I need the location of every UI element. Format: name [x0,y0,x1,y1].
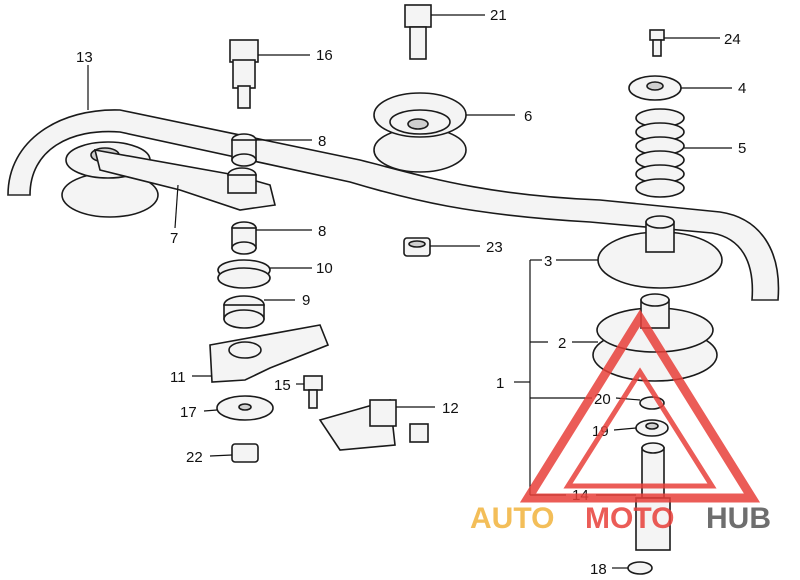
callout-24: 24 [724,31,741,48]
washer-18 [627,561,653,575]
shaft-14 [635,442,671,551]
spring-cap-4 [628,75,682,101]
nut-23 [403,237,431,257]
callout-2: 2 [558,335,566,352]
callout-8-upper: 8 [318,133,326,150]
callout-8-lower: 8 [318,223,326,240]
callout-22: 22 [186,449,203,466]
washer-17 [216,395,274,421]
bolt-15 [303,375,323,409]
arm-boss [227,167,257,194]
bolt-16 [229,39,259,109]
callout-15: 15 [274,377,291,394]
watermark-auto: AUTO [470,502,554,535]
watermark-triangle-inner [563,367,717,489]
torsion-spring-10 [217,259,271,289]
bolt-24 [649,29,665,57]
callout-4: 4 [738,80,746,97]
callout-13: 13 [76,49,93,66]
drive-pulley-3 [597,215,723,289]
callout-10: 10 [316,260,333,277]
callout-17: 17 [180,404,197,421]
nut-22 [231,443,259,463]
callout-6: 6 [524,108,532,125]
watermark: AUTO MOTO HUB [470,309,771,535]
bolt-21 [404,4,432,60]
callout-21: 21 [490,7,507,24]
drive-belt [7,109,780,301]
watermark-hub: HUB [706,502,771,535]
pulley-6 [373,92,467,173]
callout-5: 5 [738,140,746,157]
collar-8-lower [231,221,257,255]
callout-1: 1 [496,375,504,392]
callout-20: 20 [594,391,611,408]
spring-5 [635,108,685,198]
callout-7: 7 [170,230,178,247]
callout-11: 11 [170,369,186,386]
watermark-triangle [519,309,761,503]
callout-9: 9 [302,292,310,309]
washer-19 [635,419,669,437]
callout-3: 3 [544,253,552,270]
callout-23: 23 [486,239,503,256]
bracket-11 [209,324,330,383]
collar-8-upper [231,133,257,167]
bushing-9 [223,295,265,329]
watermark-moto: MOTO [585,502,674,535]
callout-16: 16 [316,47,333,64]
bracket-12 [318,398,429,451]
callout-18: 18 [590,561,607,578]
callout-12: 12 [442,400,459,417]
